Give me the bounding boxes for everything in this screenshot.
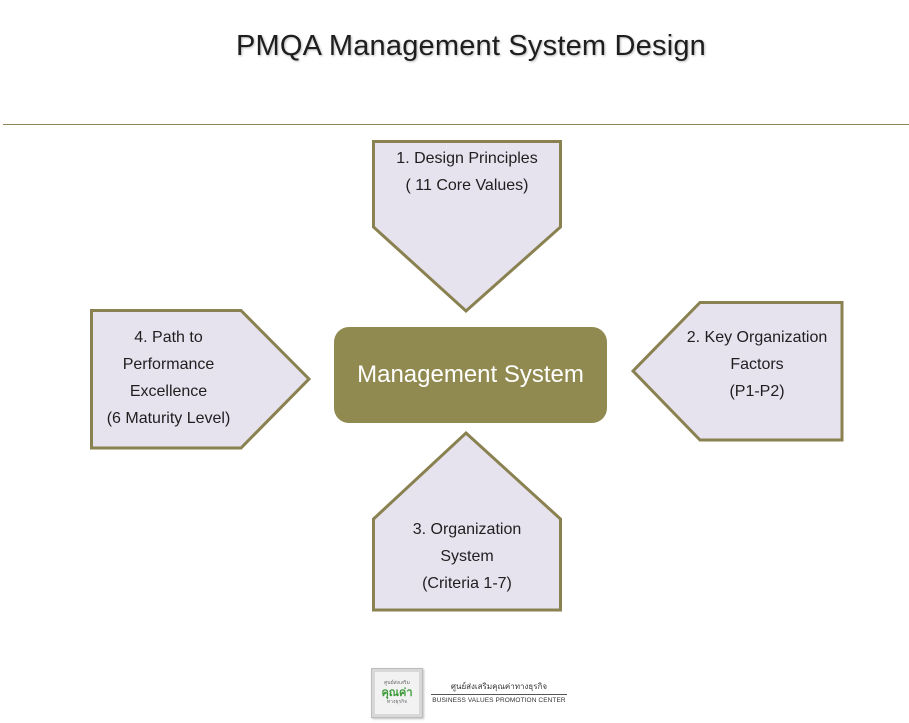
organization-system-shape [372, 430, 562, 612]
path-to-performance-line: Performance [122, 356, 215, 373]
logo-badge: ศูนย์ส่งเสริม คุณค่า ทางธุรกิจ [375, 672, 419, 714]
organization-name-rule [431, 694, 567, 695]
organization-system-line: 3. Organization [412, 521, 522, 538]
path-to-performance-label: 4. Path to Performance Excellence (6 Mat… [96, 324, 241, 432]
title-divider [3, 124, 909, 125]
path-to-performance-line: (6 Maturity Level) [106, 410, 231, 427]
page-title: PMQA Management System Design [236, 30, 706, 62]
key-organization-factors-line: Factors [730, 356, 784, 373]
organization-system-line: System [440, 548, 494, 565]
organization-system-label: 3. Organization System (Criteria 1-7) [372, 516, 562, 597]
logo-text-main: คุณค่า [381, 687, 413, 699]
organization-name-block: ศูนย์ส่งเสริมคุณค่าทางธุรกิจ BUSINESS VA… [431, 682, 567, 705]
design-principles-line: ( 11 Core Values) [405, 177, 529, 194]
organization-logo: ศูนย์ส่งเสริม คุณค่า ทางธุรกิจ [371, 668, 423, 718]
design-principles-label: 1. Design Principles ( 11 Core Values) [372, 145, 562, 199]
path-to-performance-line: Excellence [129, 383, 208, 400]
design-principles-line: 1. Design Principles [396, 150, 538, 167]
path-to-performance-shape [90, 309, 312, 450]
logo-text-top: ศูนย์ส่งเสริม [384, 680, 410, 686]
path-to-performance-line: 4. Path to [134, 329, 203, 346]
key-organization-factors-line: 2. Key Organization [686, 329, 828, 346]
organization-name-thai: ศูนย์ส่งเสริมคุณค่าทางธุรกิจ [450, 682, 548, 691]
organization-system-line: (Criteria 1-7) [422, 575, 512, 592]
logo-text-bottom: ทางธุรกิจ [386, 699, 408, 705]
key-organization-factors-shape [630, 301, 844, 442]
key-organization-factors-label: 2. Key Organization Factors (P1-P2) [672, 324, 842, 405]
management-system-label: Management System [357, 361, 584, 388]
design-principles-shape [372, 140, 562, 314]
organization-name-english: BUSINESS VALUES PROMOTION CENTER [432, 697, 566, 704]
management-system-box: Management System [334, 327, 607, 423]
key-organization-factors-line: (P1-P2) [729, 383, 785, 400]
